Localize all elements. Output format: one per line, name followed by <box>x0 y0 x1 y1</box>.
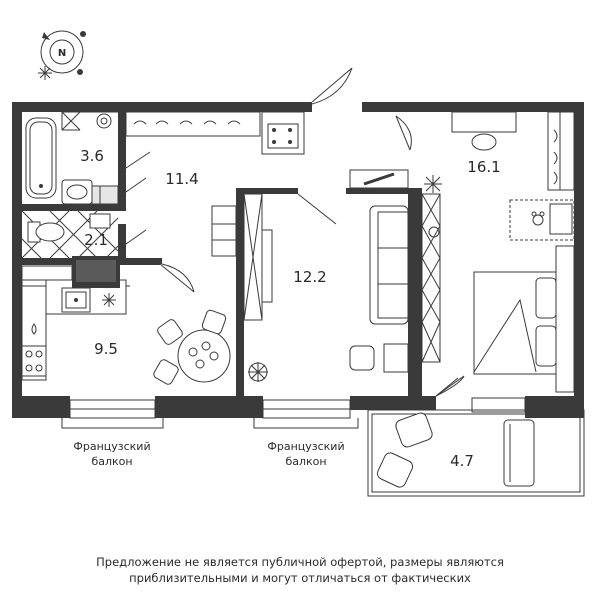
disclaimer-line1: Предложение не является публичной оферто… <box>96 555 504 569</box>
area-living: 12.2 <box>293 268 326 286</box>
compass-ring <box>40 30 84 74</box>
bathtub <box>25 117 57 199</box>
shoe-cabinet <box>261 111 305 155</box>
compass: N <box>38 30 86 80</box>
dining-chair <box>201 309 227 335</box>
bedroom-wardrobe <box>547 111 575 191</box>
water-drop-icon <box>31 323 37 335</box>
dining-chair <box>153 359 179 385</box>
compass-center <box>49 39 75 65</box>
pillow <box>535 325 557 367</box>
shelving <box>421 193 441 363</box>
entrance-door <box>311 67 353 103</box>
french-balcony-right-line1: Французский <box>267 440 344 453</box>
compass-dot-icon <box>80 31 86 37</box>
kitchen <box>21 256 231 385</box>
balcony <box>367 375 585 497</box>
french-balcony-left-line2: балкон <box>91 455 132 468</box>
area-bedroom: 16.1 <box>467 158 500 176</box>
bedroom <box>395 111 575 397</box>
hallway <box>125 67 353 257</box>
disclaimer-line2: приблизительными и могут отличаться от ф… <box>129 571 471 585</box>
bedroom-chair <box>471 133 497 151</box>
dining-chair <box>157 319 183 345</box>
compass-north-letter: N <box>58 48 66 59</box>
desk-chair <box>349 345 375 371</box>
play-area <box>509 199 575 241</box>
bed-headboard <box>555 245 575 393</box>
tv-stand <box>261 229 273 303</box>
french-balcony-right-line2: балкон <box>285 455 326 468</box>
armchair <box>376 452 414 488</box>
living-sofa <box>369 205 409 325</box>
area-toilet: 2.1 <box>84 231 108 249</box>
area-hall: 11.4 <box>165 170 198 188</box>
french-balcony-rail-left <box>61 418 164 429</box>
walls <box>12 102 584 418</box>
drain-icon <box>96 113 112 129</box>
bathroom <box>25 111 151 205</box>
toilet-sink <box>89 213 111 229</box>
french-balcony-left-line1: Французский <box>73 440 150 453</box>
bedroom-plant-icon <box>424 175 442 193</box>
area-bathroom: 3.6 <box>80 147 104 165</box>
stove-icon <box>21 345 47 377</box>
pillow <box>535 277 557 319</box>
teddy-bear-icon <box>532 214 544 226</box>
hall-cabinet <box>211 205 237 257</box>
balcony-sofa <box>503 419 535 487</box>
windows <box>61 397 526 429</box>
area-kitchen: 9.5 <box>94 340 118 358</box>
compass-sun-icon <box>38 66 52 80</box>
wardrobe <box>125 111 261 137</box>
compass-dot-icon <box>77 69 83 75</box>
armchair <box>395 412 433 448</box>
comb-icon <box>363 172 395 186</box>
compass-arrow-icon <box>42 32 50 40</box>
french-balcony-rail-right <box>253 418 359 429</box>
ball-icon <box>428 226 440 238</box>
plant-icon <box>248 362 268 382</box>
toilet-bowl-icon <box>35 222 65 242</box>
dining-table <box>177 329 231 383</box>
window-bedroom <box>471 397 526 413</box>
area-balcony: 4.7 <box>450 452 474 470</box>
bedroom-desk <box>451 111 517 133</box>
desk <box>383 343 409 373</box>
living-room <box>243 169 409 382</box>
snowflake-icon <box>102 293 116 307</box>
